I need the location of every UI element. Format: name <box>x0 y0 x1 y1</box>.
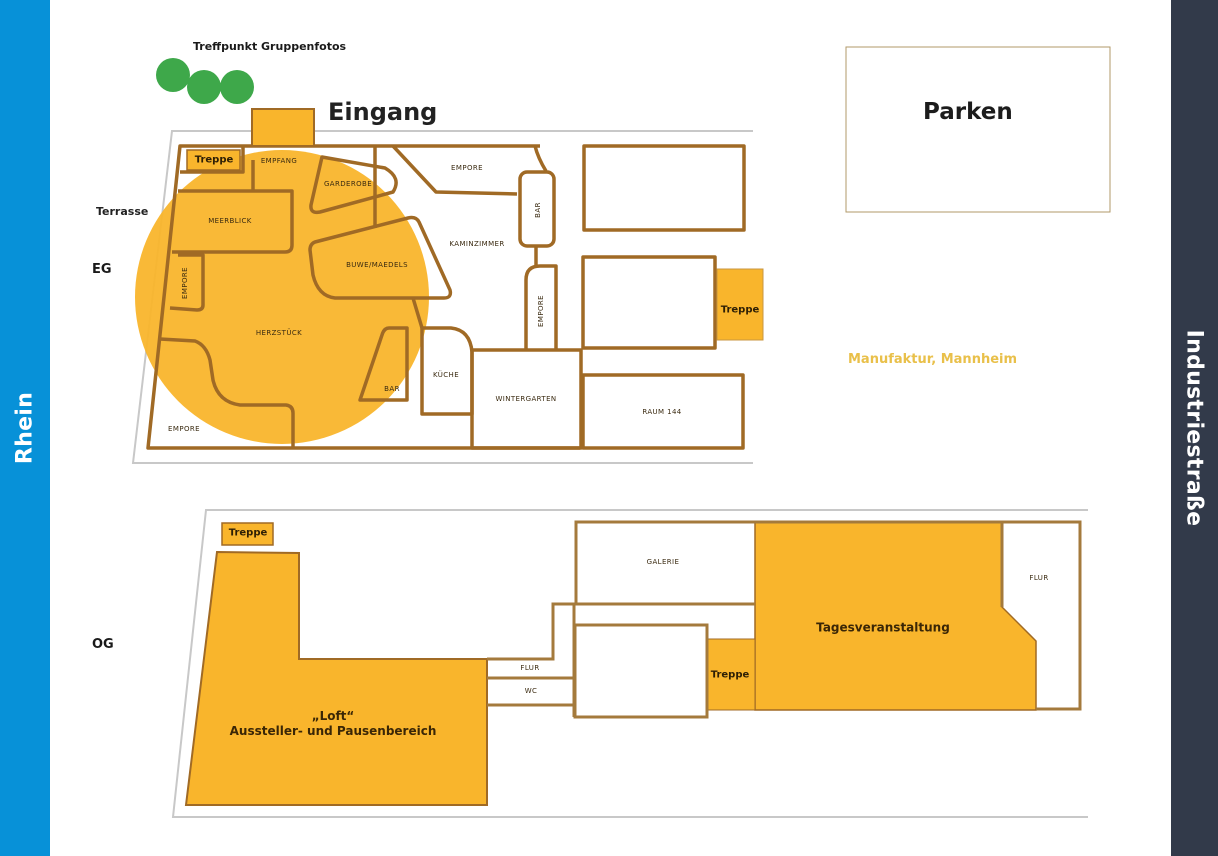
og-stairs-top-left <box>221 522 274 546</box>
room-label-empore-top: EMPORE <box>451 164 483 172</box>
room-label-galerie: GALERIE <box>646 558 680 566</box>
eg-main-outline <box>146 144 580 450</box>
eg-stairs-top-left-label: Treppe <box>194 154 234 166</box>
og-stairs-middle <box>707 638 756 711</box>
room-loft <box>184 550 488 806</box>
meeting-point-marker <box>156 58 254 104</box>
room-label-flur-small: FLUR <box>520 664 540 672</box>
room-garderobe <box>309 155 398 215</box>
room-meerblick <box>172 160 294 254</box>
og-floor-label: OG <box>92 637 114 652</box>
parking-label: Parken <box>923 99 1013 125</box>
room-label-herzstueck: HERZSTÜCK <box>255 329 303 337</box>
eingang-block <box>251 108 315 147</box>
room-raum144 <box>581 373 745 450</box>
meeting-point-label: Treffpunkt Gruppenfotos <box>193 40 347 53</box>
eg-stairs-right-label: Treppe <box>720 304 760 316</box>
room-empore-left <box>169 253 205 312</box>
eg-stairs-top-left <box>186 149 241 171</box>
parking-area <box>845 46 1111 213</box>
eg-stairs-right <box>716 268 764 341</box>
room-label-kaminzimmer: KAMINZIMMER <box>449 240 505 248</box>
entrance-label: Eingang <box>328 98 438 126</box>
eg-highlight-circle <box>135 150 429 444</box>
room-herzstueck-divider <box>159 337 295 448</box>
room-label-kueche: KÜCHE <box>432 371 460 379</box>
room-buwe-maedels <box>308 215 453 300</box>
eg-floor-label: EG <box>92 262 112 277</box>
venue-label: Manufaktur, Mannheim <box>848 352 1018 367</box>
room-empore-top <box>391 144 548 196</box>
og-outer-frame <box>171 509 1088 818</box>
sidebar-rhein: Rhein <box>0 0 50 856</box>
room-label-bar-bottom: BAR <box>384 385 400 393</box>
room-label-wc: WC <box>524 687 538 695</box>
room-label-empfang: EMPFANG <box>260 157 298 165</box>
room-label-meerblick: MEERBLICK <box>208 217 252 225</box>
room-tagesveranstaltung <box>754 521 1037 711</box>
loft-subtitle: Aussteller- und Pausenbereich <box>229 724 437 738</box>
room-eg-middle-right <box>581 255 717 350</box>
room-label-garderobe: GARDEROBE <box>323 180 373 188</box>
room-label-bar-top: BAR <box>534 202 542 218</box>
room-label-loft: „Loft“ Aussteller- und Pausenbereich <box>230 709 437 739</box>
og-top-shell <box>574 520 1082 711</box>
og-stairs-top-left-label: Treppe <box>228 527 268 539</box>
room-eg-top-right <box>582 144 746 232</box>
loft-title: „Loft“ <box>311 709 355 723</box>
room-bar-bottom <box>358 326 409 402</box>
room-label-wintergarten: WINTERGARTEN <box>495 395 557 403</box>
og-stairs-middle-label: Treppe <box>710 669 750 681</box>
room-label-buwe-maedels: BUWE/MAEDELS <box>346 261 408 269</box>
room-label-tagesveranstaltung: Tagesveranstaltung <box>816 620 950 635</box>
room-label-empore-bottom: EMPORE <box>168 425 200 433</box>
room-label-empore-mid: EMPORE <box>537 295 545 327</box>
og-middle-room <box>573 623 709 719</box>
sidebar-industriestrasse: Industriestraße <box>1171 0 1218 856</box>
room-label-raum144: RAUM 144 <box>642 408 682 416</box>
room-empore-mid <box>524 264 558 350</box>
room-label-empore-left: EMPORE <box>181 267 189 299</box>
room-wintergarten <box>470 348 583 450</box>
room-label-flur-right: FLUR <box>1029 574 1049 582</box>
terrace-label: Terrasse <box>96 205 149 218</box>
